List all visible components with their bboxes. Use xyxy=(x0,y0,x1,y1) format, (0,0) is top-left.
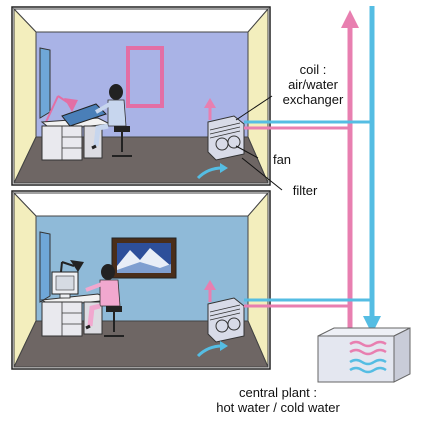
fan-coil-unit-upper xyxy=(207,115,245,161)
fan-coil-unit-lower xyxy=(207,297,245,343)
room-lower xyxy=(11,190,271,370)
coil-label-line3: exchanger xyxy=(282,92,344,107)
filter-label: filter xyxy=(292,183,318,198)
cold-water-pipes xyxy=(244,6,381,334)
coil-label: coil : air/water exchanger xyxy=(258,62,368,107)
fan-label: fan xyxy=(272,152,292,167)
leader-lines xyxy=(235,95,283,191)
coil-label-line2: air/water xyxy=(288,77,338,92)
central-plant-label: central plant : hot water / cold water xyxy=(168,385,388,415)
room-upper xyxy=(11,6,271,186)
central-plant-label-line2: hot water / cold water xyxy=(216,400,340,415)
central-plant-label-line1: central plant : xyxy=(238,385,318,400)
seated-person-icon xyxy=(85,264,124,337)
central-plant-box-icon xyxy=(317,327,411,383)
coil-label-line1: coil : xyxy=(299,62,327,77)
hot-water-pipes xyxy=(244,10,359,336)
seated-person-icon xyxy=(91,84,132,157)
